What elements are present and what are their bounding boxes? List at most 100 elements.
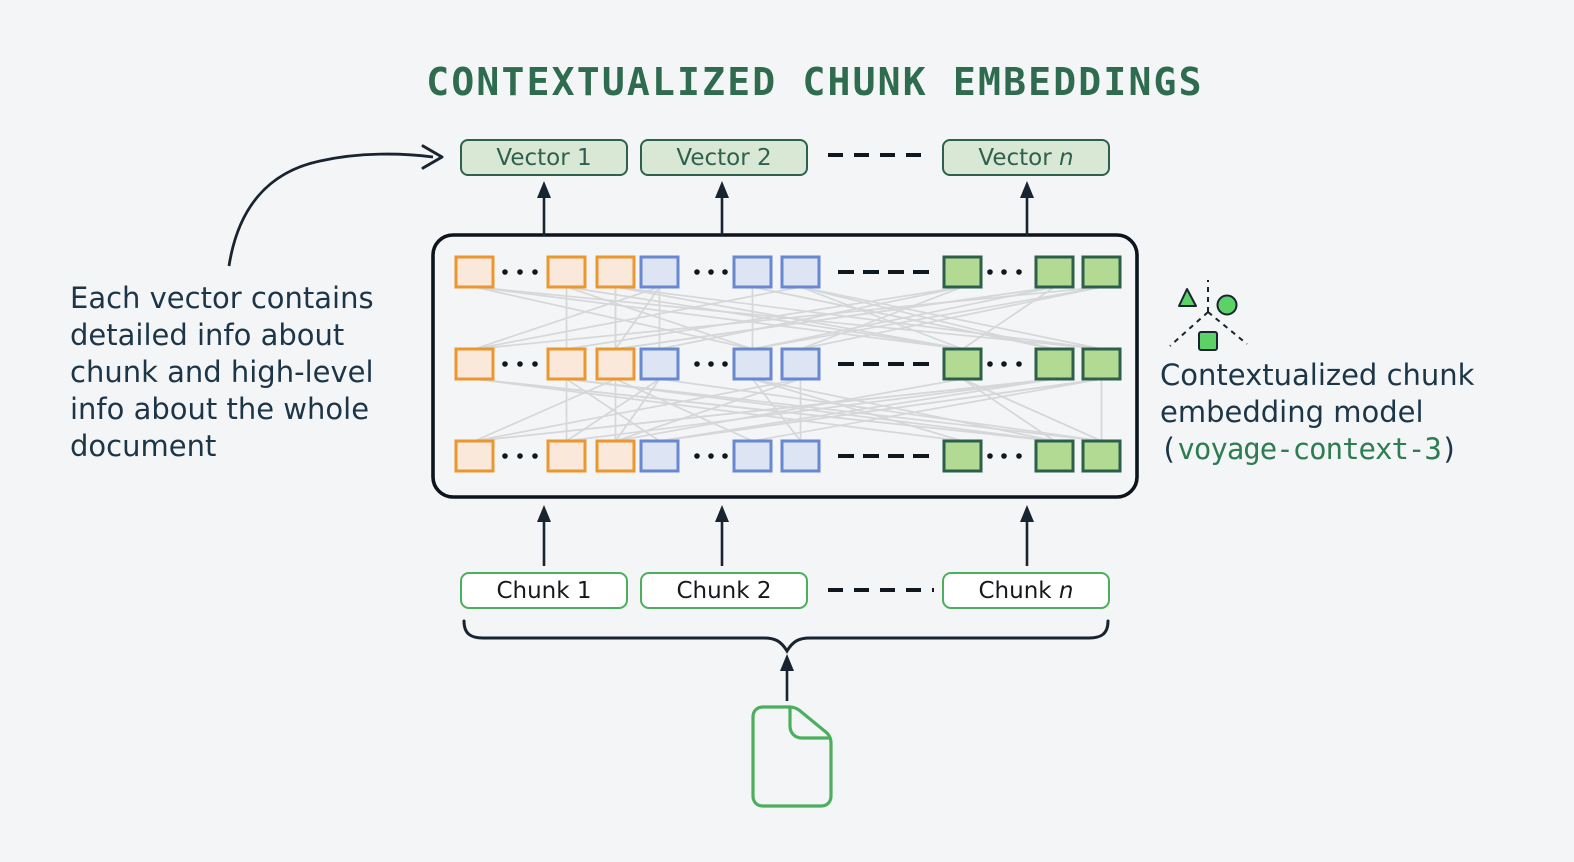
ellipsis-dot xyxy=(987,453,993,459)
embedding-cell-blue xyxy=(639,347,680,381)
vector-box-n-label: Vector xyxy=(978,144,1060,171)
ellipsis-dot xyxy=(1016,453,1022,459)
embedding-model-box xyxy=(431,233,1139,499)
model-caption-line2: embedding model xyxy=(1160,395,1424,429)
ellipsis-dot xyxy=(694,361,700,367)
model-caption-line1: Contextualized chunk xyxy=(1160,358,1475,392)
embedding-cell-orange xyxy=(546,439,587,473)
annotation-line: info about the whole xyxy=(70,392,370,426)
chunks-brace xyxy=(462,619,1110,654)
chunk-box-n: Chunk n xyxy=(942,572,1110,609)
annotation-line: detailed info about xyxy=(70,318,345,352)
circle-point-icon xyxy=(1216,294,1238,316)
chunk-box-2-index: 2 xyxy=(756,577,772,604)
vector-box-1: Vector 1 xyxy=(460,139,628,176)
ellipsis-dot xyxy=(1016,361,1022,367)
embedding-cell-orange xyxy=(546,255,587,289)
embedding-cell-green xyxy=(1081,255,1122,289)
embedding-space-icon xyxy=(1169,280,1248,351)
embedding-cell-orange xyxy=(454,255,495,289)
embedding-cell-green xyxy=(1034,347,1075,381)
embedding-grid xyxy=(454,255,1122,473)
embedding-cell-green xyxy=(1081,439,1122,473)
ellipsis-dot xyxy=(987,269,993,275)
arrows-model-to-vectors xyxy=(537,181,1034,236)
embedding-cell-blue xyxy=(732,347,773,381)
chunk-box-n-index: n xyxy=(1058,577,1074,604)
ellipsis-dot xyxy=(517,269,523,275)
vector-box-2-index: 2 xyxy=(756,144,772,171)
embedding-cell-blue xyxy=(780,347,821,381)
embedding-cell-green xyxy=(1034,439,1075,473)
paren-close: ) xyxy=(1440,432,1459,466)
model-name-code: voyage-context-3 xyxy=(1177,432,1441,466)
ellipsis-dot xyxy=(517,453,523,459)
left-annotation: Each vector contains detailed info about… xyxy=(70,280,420,465)
ellipsis-dot xyxy=(694,269,700,275)
ellipsis-dot xyxy=(694,453,700,459)
vector-box-2-label: Vector xyxy=(676,144,757,171)
chunk-box-1: Chunk 1 xyxy=(460,572,628,609)
embedding-cell-green xyxy=(942,439,983,473)
chunk-box-1-index: 1 xyxy=(576,577,592,604)
arrows-chunks-to-model xyxy=(537,505,1034,566)
embedding-cell-blue xyxy=(639,255,680,289)
embedding-cell-orange xyxy=(454,439,495,473)
ellipsis-dot xyxy=(1001,269,1007,275)
square-point-icon xyxy=(1198,331,1218,351)
page-title: CONTEXTUALIZED CHUNK EMBEDDINGS xyxy=(426,60,1204,104)
ellipsis-dot xyxy=(1001,453,1007,459)
embedding-cell-green xyxy=(942,255,983,289)
embedding-cell-green xyxy=(1081,347,1122,381)
triangle-point-icon xyxy=(1178,288,1197,307)
annotation-line: document xyxy=(70,429,217,463)
vector-box-n: Vector n xyxy=(942,139,1110,176)
vector-box-2: Vector 2 xyxy=(640,139,808,176)
ellipsis-dot xyxy=(532,269,538,275)
embedding-cell-orange xyxy=(546,347,587,381)
annotation-arrow xyxy=(227,144,444,267)
embedding-cell-blue xyxy=(639,439,680,473)
model-name-line: (voyage-context-3) xyxy=(1160,431,1560,468)
ellipsis-dot xyxy=(722,361,728,367)
ellipsis-dot xyxy=(708,269,714,275)
embedding-cell-blue xyxy=(732,439,773,473)
ellipsis-dot xyxy=(722,269,728,275)
ellipsis-dot xyxy=(987,361,993,367)
embedding-cell-orange xyxy=(595,347,636,381)
embedding-cell-green xyxy=(942,347,983,381)
embedding-cell-orange xyxy=(595,439,636,473)
ellipsis-dot xyxy=(708,453,714,459)
ellipsis-dot xyxy=(708,361,714,367)
annotation-line: chunk and high-level xyxy=(70,355,374,389)
connection-lines xyxy=(474,286,1103,442)
vector-box-1-index: 1 xyxy=(576,144,592,171)
embedding-cell-green xyxy=(1034,255,1075,289)
ellipsis-dot xyxy=(517,361,523,367)
ellipsis-dot xyxy=(502,269,508,275)
vector-box-1-label: Vector xyxy=(496,144,577,171)
chunk-box-2: Chunk 2 xyxy=(640,572,808,609)
model-caption: Contextualized chunk embedding model (vo… xyxy=(1160,357,1560,468)
embedding-cell-orange xyxy=(454,347,495,381)
ellipsis-dot xyxy=(532,453,538,459)
ellipsis-dot xyxy=(502,453,508,459)
document-icon xyxy=(751,705,833,808)
ellipsis-dot xyxy=(502,361,508,367)
embedding-cell-orange xyxy=(595,255,636,289)
ellipsis-dot xyxy=(532,361,538,367)
ellipsis-dot xyxy=(1016,269,1022,275)
paren-open: ( xyxy=(1160,432,1178,466)
embedding-cell-blue xyxy=(780,439,821,473)
embedding-cell-blue xyxy=(732,255,773,289)
chunk-box-2-label: Chunk xyxy=(676,577,757,604)
annotation-line: Each vector contains xyxy=(70,281,374,315)
arrow-document-to-chunks xyxy=(780,654,794,701)
embedding-cell-blue xyxy=(780,255,821,289)
chunk-box-1-label: Chunk xyxy=(496,577,577,604)
ellipsis-dot xyxy=(722,453,728,459)
chunk-box-n-label: Chunk xyxy=(978,577,1059,604)
ellipsis-dot xyxy=(1001,361,1007,367)
